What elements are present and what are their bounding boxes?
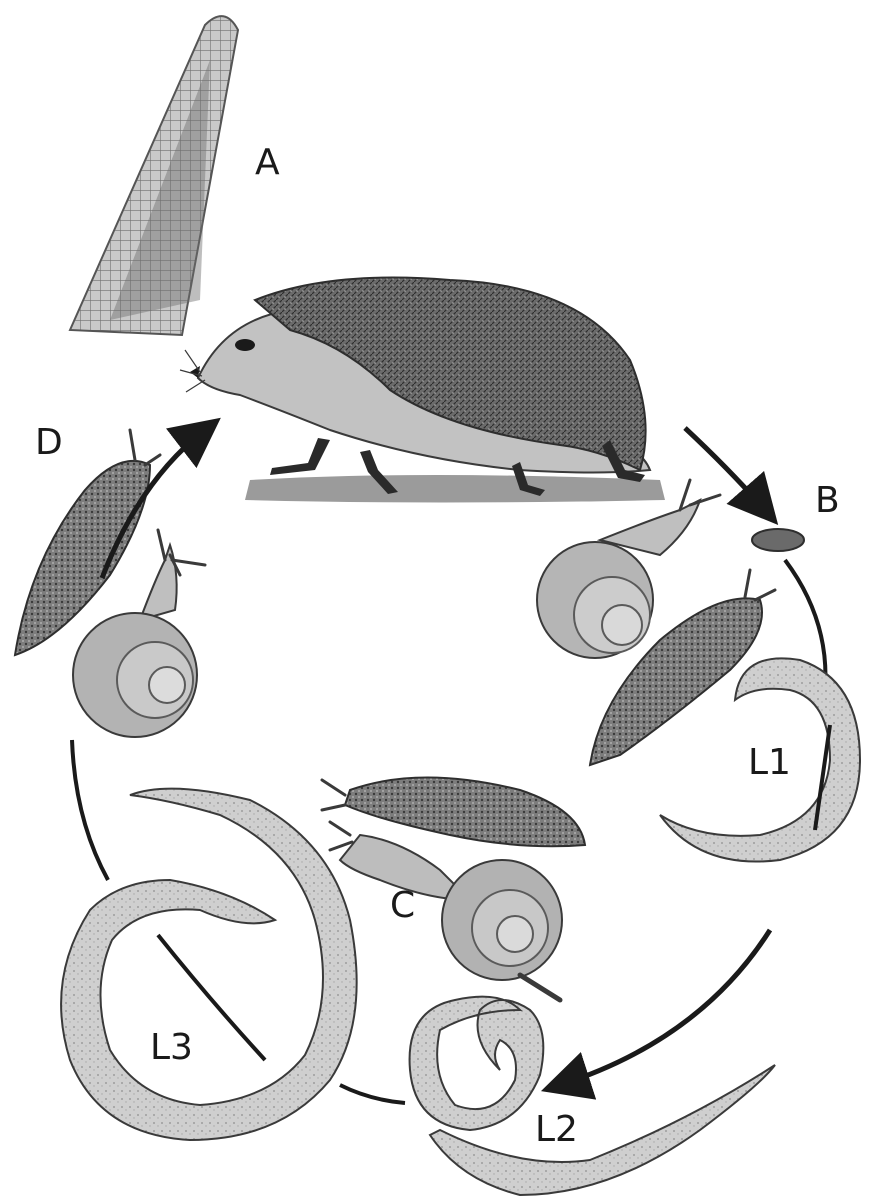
cycle-line-left <box>72 740 108 880</box>
snail-c <box>330 822 562 1000</box>
label-a: A <box>255 145 280 181</box>
larva-l3 <box>61 789 357 1140</box>
arrow-to-l2 <box>560 930 770 1085</box>
label-b: B <box>815 483 840 519</box>
feces-b <box>752 529 804 551</box>
label-l1: L1 <box>748 745 791 781</box>
label-l3: L3 <box>150 1030 193 1066</box>
label-l2: L2 <box>535 1112 578 1148</box>
label-d: D <box>35 425 63 461</box>
label-c: C <box>390 888 415 924</box>
arrow-to-b <box>685 428 765 510</box>
hedgehog <box>180 278 665 503</box>
tissue-section-a <box>70 16 238 335</box>
larva-l2 <box>410 997 775 1195</box>
cycle-line-l3-l2 <box>340 1085 405 1103</box>
